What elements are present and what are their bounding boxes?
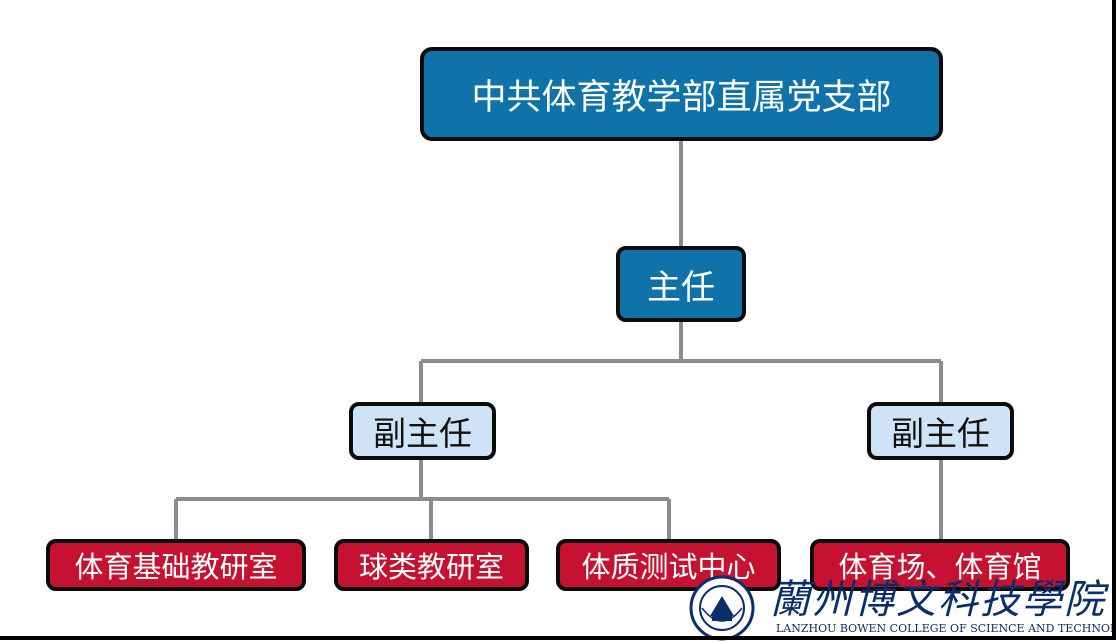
unit-box-stadium-gym: 体育场、体育馆 <box>810 539 1070 591</box>
college-seal-logo <box>689 575 755 641</box>
college-name-logo: 蘭州博文科技學院 <box>770 577 1106 619</box>
deputy-director-box-right: 副主任 <box>867 402 1014 460</box>
unit-box-basic-pe: 体育基础教研室 <box>46 539 306 591</box>
deputy-director-label-right: 副主任 <box>891 414 990 453</box>
org-root-label: 中共体育教学部直属党支部 <box>471 77 892 118</box>
director-label: 主任 <box>647 267 715 308</box>
unit-label: 球类教研室 <box>358 550 504 584</box>
unit-label: 体育基础教研室 <box>74 550 278 584</box>
unit-box-ball-games: 球类教研室 <box>334 539 529 591</box>
deputy-director-label-left: 副主任 <box>373 414 472 453</box>
college-name-english: LANZHOU BOWEN COLLEGE OF SCIENCE AND TEC… <box>776 621 1114 635</box>
org-root-box: 中共体育教学部直属党支部 <box>420 47 943 141</box>
deputy-director-box-left: 副主任 <box>349 402 496 460</box>
director-box: 主任 <box>616 246 746 322</box>
unit-label: 体育场、体育馆 <box>838 550 1042 584</box>
